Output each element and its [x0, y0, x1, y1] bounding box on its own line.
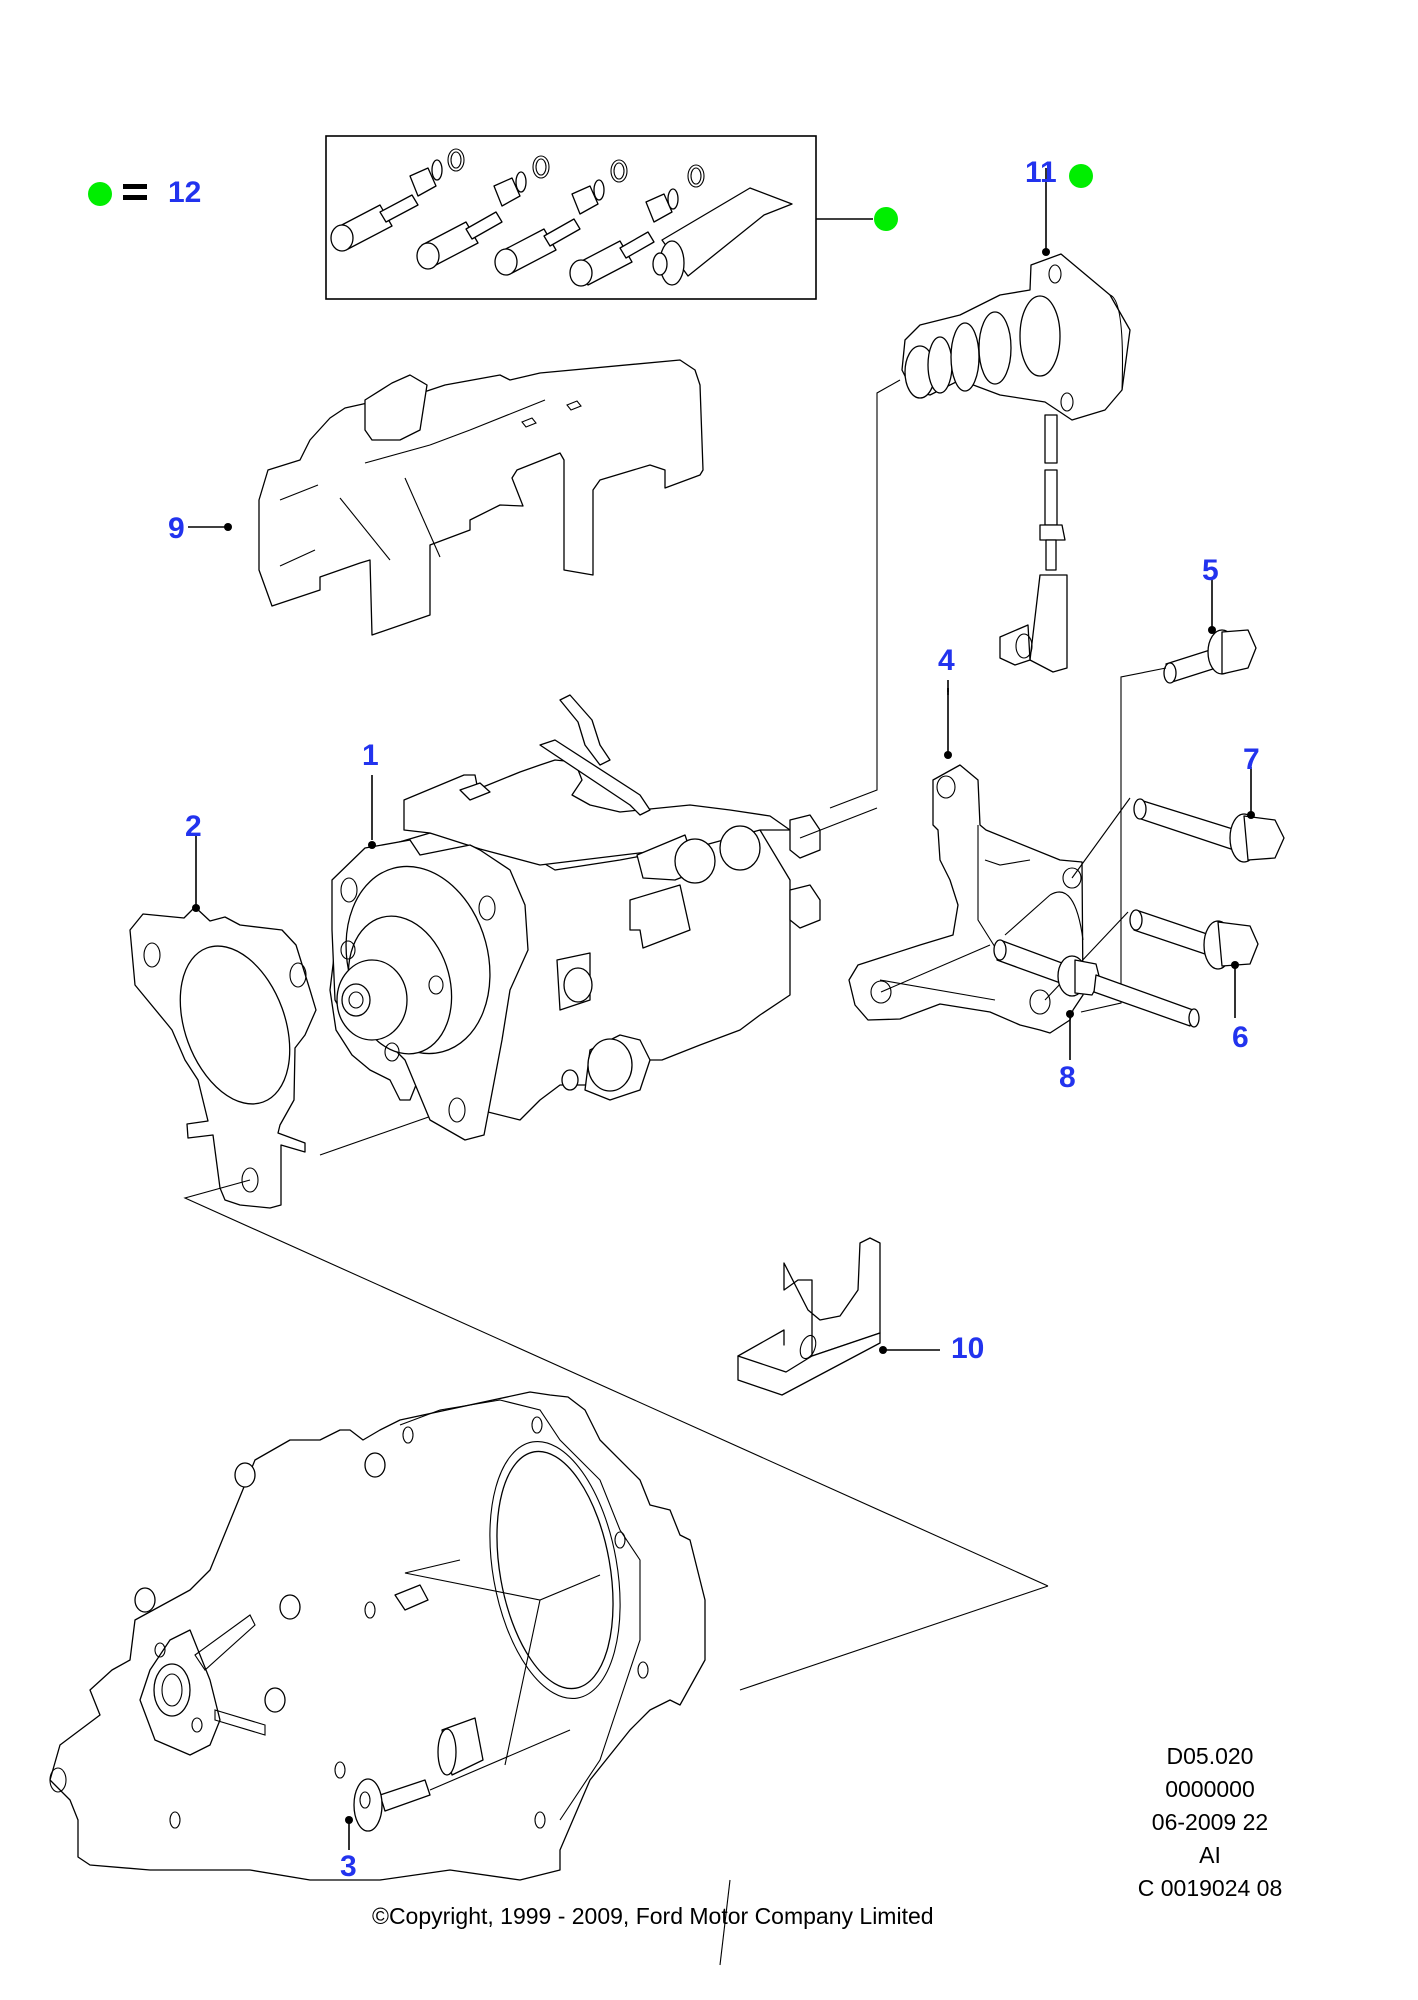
flange-bolt-lower — [1044, 909, 1259, 1018]
legend-equals — [123, 184, 147, 189]
fuel-injection-pump — [329, 694, 878, 1141]
flange-bolt-upper — [1071, 767, 1285, 879]
engine-front-housing — [49, 1391, 1049, 1966]
copyright-notice: ©Copyright, 1999 - 2009, Ford Motor Comp… — [372, 1903, 934, 1929]
kit-box — [325, 135, 873, 300]
callout-10[interactable]: 10 — [951, 1332, 985, 1365]
kit-fitting-4 — [569, 164, 705, 287]
pump-gasket — [129, 835, 1049, 1587]
heat-shield — [188, 359, 704, 636]
callout-5[interactable]: 5 — [1202, 554, 1219, 587]
legend-ref-number[interactable]: 12 — [168, 176, 202, 209]
flange-bolt-short — [1080, 578, 1257, 1013]
callout-2[interactable]: 2 — [185, 810, 202, 843]
support-bracket — [737, 1237, 940, 1396]
ref-line-date: 06-2009 22 — [1151, 1809, 1269, 1835]
callout-8[interactable]: 8 — [1059, 1061, 1076, 1094]
pump-bracket — [848, 680, 1084, 1034]
callout-9[interactable]: 9 — [168, 512, 185, 545]
kit-sealant-tube — [652, 187, 793, 286]
callout-4[interactable]: 4 — [938, 644, 955, 677]
legend-green-dot-icon — [88, 182, 112, 206]
ref-line-code: 0000000 — [1165, 1776, 1255, 1802]
callout-11[interactable]: 11 — [1025, 156, 1057, 189]
callout-7[interactable]: 7 — [1243, 743, 1260, 776]
pump-solenoid-valve — [829, 168, 1131, 809]
callout-6[interactable]: 6 — [1232, 1021, 1249, 1054]
kit-green-dot-icon — [874, 207, 898, 231]
callout-1[interactable]: 1 — [362, 739, 379, 772]
kit-fitting-1 — [330, 148, 465, 252]
diagram-reference-block: D05.020 0000000 06-2009 22 AI C 0019024 … — [1100, 1740, 1320, 1905]
kit-fitting-2 — [416, 155, 550, 270]
ref-line-ai: AI — [1199, 1842, 1221, 1868]
ref-line-section: D05.020 — [1166, 1743, 1254, 1769]
callout-3[interactable]: 3 — [340, 1850, 357, 1883]
ref-line-catalog: C 0019024 08 — [1137, 1875, 1283, 1901]
stud-bolt — [880, 939, 1200, 1060]
callout-11-green-dot-icon — [1069, 164, 1093, 188]
kit-fitting-3 — [494, 159, 628, 276]
